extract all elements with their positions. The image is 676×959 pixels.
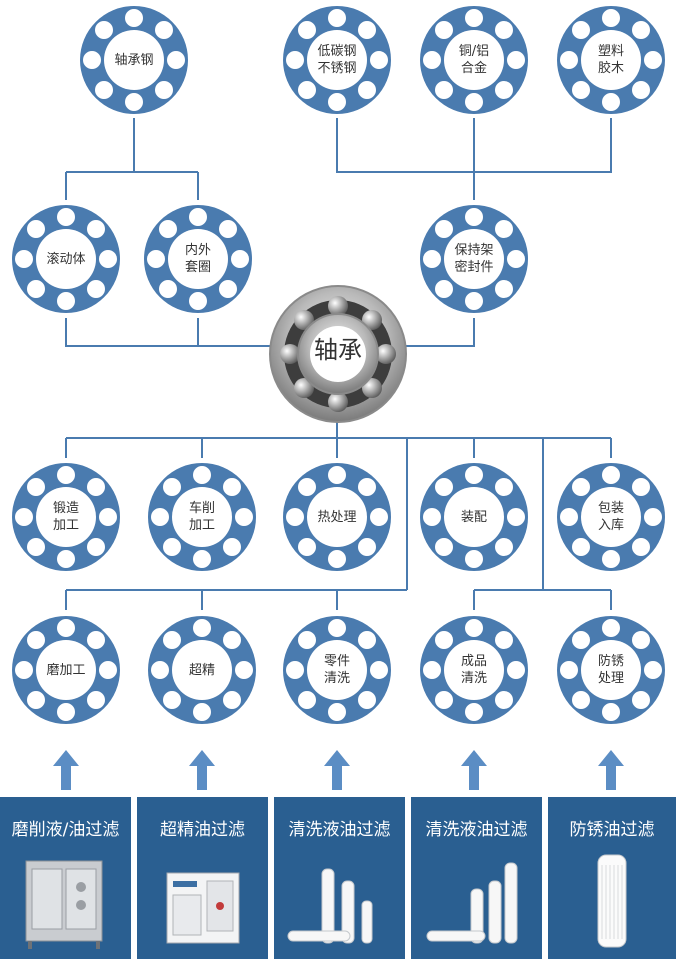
node-label: 滚动体 (46, 251, 86, 267)
node-rolling-element: 滚动体 (8, 201, 124, 317)
node-turning: 车削 加工 (144, 459, 260, 575)
bearing-ring-icon (420, 463, 528, 571)
node-label: 铜/铝 合金 (458, 44, 490, 76)
node-label: 保持架 密封件 (454, 243, 494, 275)
node-label: 内外 套圈 (184, 243, 211, 275)
center-bearing-icon (269, 285, 407, 423)
bearing-ring-icon (420, 616, 528, 724)
node-packaging: 包装 入库 (553, 459, 669, 575)
panel-title: 清洗液油过滤 (425, 820, 528, 840)
node-label: 零件 清洗 (323, 654, 350, 686)
node-copper-aluminum: 铜/铝 合金 (416, 2, 532, 118)
node-label: 磨加工 (46, 662, 86, 678)
node-label: 塑料 胶木 (597, 44, 624, 76)
filtration-unit-image (166, 872, 240, 944)
up-arrow-icon (324, 750, 350, 790)
node-parts-cleaning: 零件 清洗 (279, 612, 395, 728)
bearing-ring-icon (12, 616, 120, 724)
node-plastic-rubber: 塑料 胶木 (553, 2, 669, 118)
node-assembly: 装配 (416, 459, 532, 575)
bearing-ring-icon (557, 463, 665, 571)
bearing-ring-icon (283, 6, 391, 114)
node-bearing-steel: 轴承钢 (76, 2, 192, 118)
bearing-ring-icon (148, 463, 256, 571)
up-arrow-icon (189, 750, 215, 790)
bearing-ring-icon (557, 6, 665, 114)
bearing-ring-icon (557, 616, 665, 724)
bearing-ring-icon (80, 6, 188, 114)
node-ring: 内外 套圈 (140, 201, 256, 317)
node-forging: 锻造 加工 (8, 459, 124, 575)
filter-cartridges-image (287, 868, 373, 944)
up-arrow-icon (598, 750, 624, 790)
bearing-ring-icon (12, 205, 120, 313)
node-label: 车削 加工 (188, 501, 215, 533)
panel-title: 防锈油过滤 (569, 820, 655, 840)
panel-title: 清洗液油过滤 (288, 820, 391, 840)
node-label: 锻造 加工 (52, 501, 79, 533)
center-label: 轴承 (314, 336, 362, 364)
node-product-cleaning: 成品 清洗 (416, 612, 532, 728)
node-label: 包装 入库 (597, 501, 624, 533)
bearing-ring-icon (420, 205, 528, 313)
filter-cartridges-image (426, 862, 518, 944)
bearing-ring-icon (12, 463, 120, 571)
bearing-ring-icon (420, 6, 528, 114)
pleated-cartridge-image (597, 854, 627, 948)
node-low-carbon-steel: 低碳钢 不锈钢 (279, 2, 395, 118)
panel-title: 超精油过滤 (160, 820, 245, 840)
bearing-ring-icon (283, 616, 391, 724)
bearing-ring-icon (144, 205, 252, 313)
up-arrow-icon (53, 750, 79, 790)
filter-panel-superfinishing-oil: 超精油过滤 (137, 797, 268, 959)
node-label: 超精 (188, 662, 215, 678)
panel-title: 磨削液/油过滤 (11, 820, 120, 840)
filter-panel-rust-oil: 防锈油过滤 (548, 797, 676, 959)
bearing-ring-icon (148, 616, 256, 724)
node-grinding: 磨加工 (8, 612, 124, 728)
node-label: 热处理 (317, 509, 357, 525)
node-heat-treatment: 热处理 (279, 459, 395, 575)
filtration-cabinet-image (25, 860, 103, 949)
filter-panel-grinding-fluid: 磨削液/油过滤 (0, 797, 131, 959)
node-superfinishing: 超精 (144, 612, 260, 728)
node-label: 装配 (460, 509, 487, 525)
filter-panel-cleaning-fluid-2: 清洗液油过滤 (411, 797, 542, 959)
node-rust-prevention: 防锈 处理 (553, 612, 669, 728)
bearing-ring-icon (283, 463, 391, 571)
up-arrow-icon (461, 750, 487, 790)
node-label: 成品 清洗 (460, 654, 487, 686)
filter-panel-cleaning-fluid-1: 清洗液油过滤 (274, 797, 405, 959)
node-label: 低碳钢 不锈钢 (317, 44, 357, 76)
node-cage-seal: 保持架 密封件 (416, 201, 532, 317)
node-label: 防锈 处理 (597, 654, 624, 686)
node-label: 轴承钢 (114, 52, 154, 68)
